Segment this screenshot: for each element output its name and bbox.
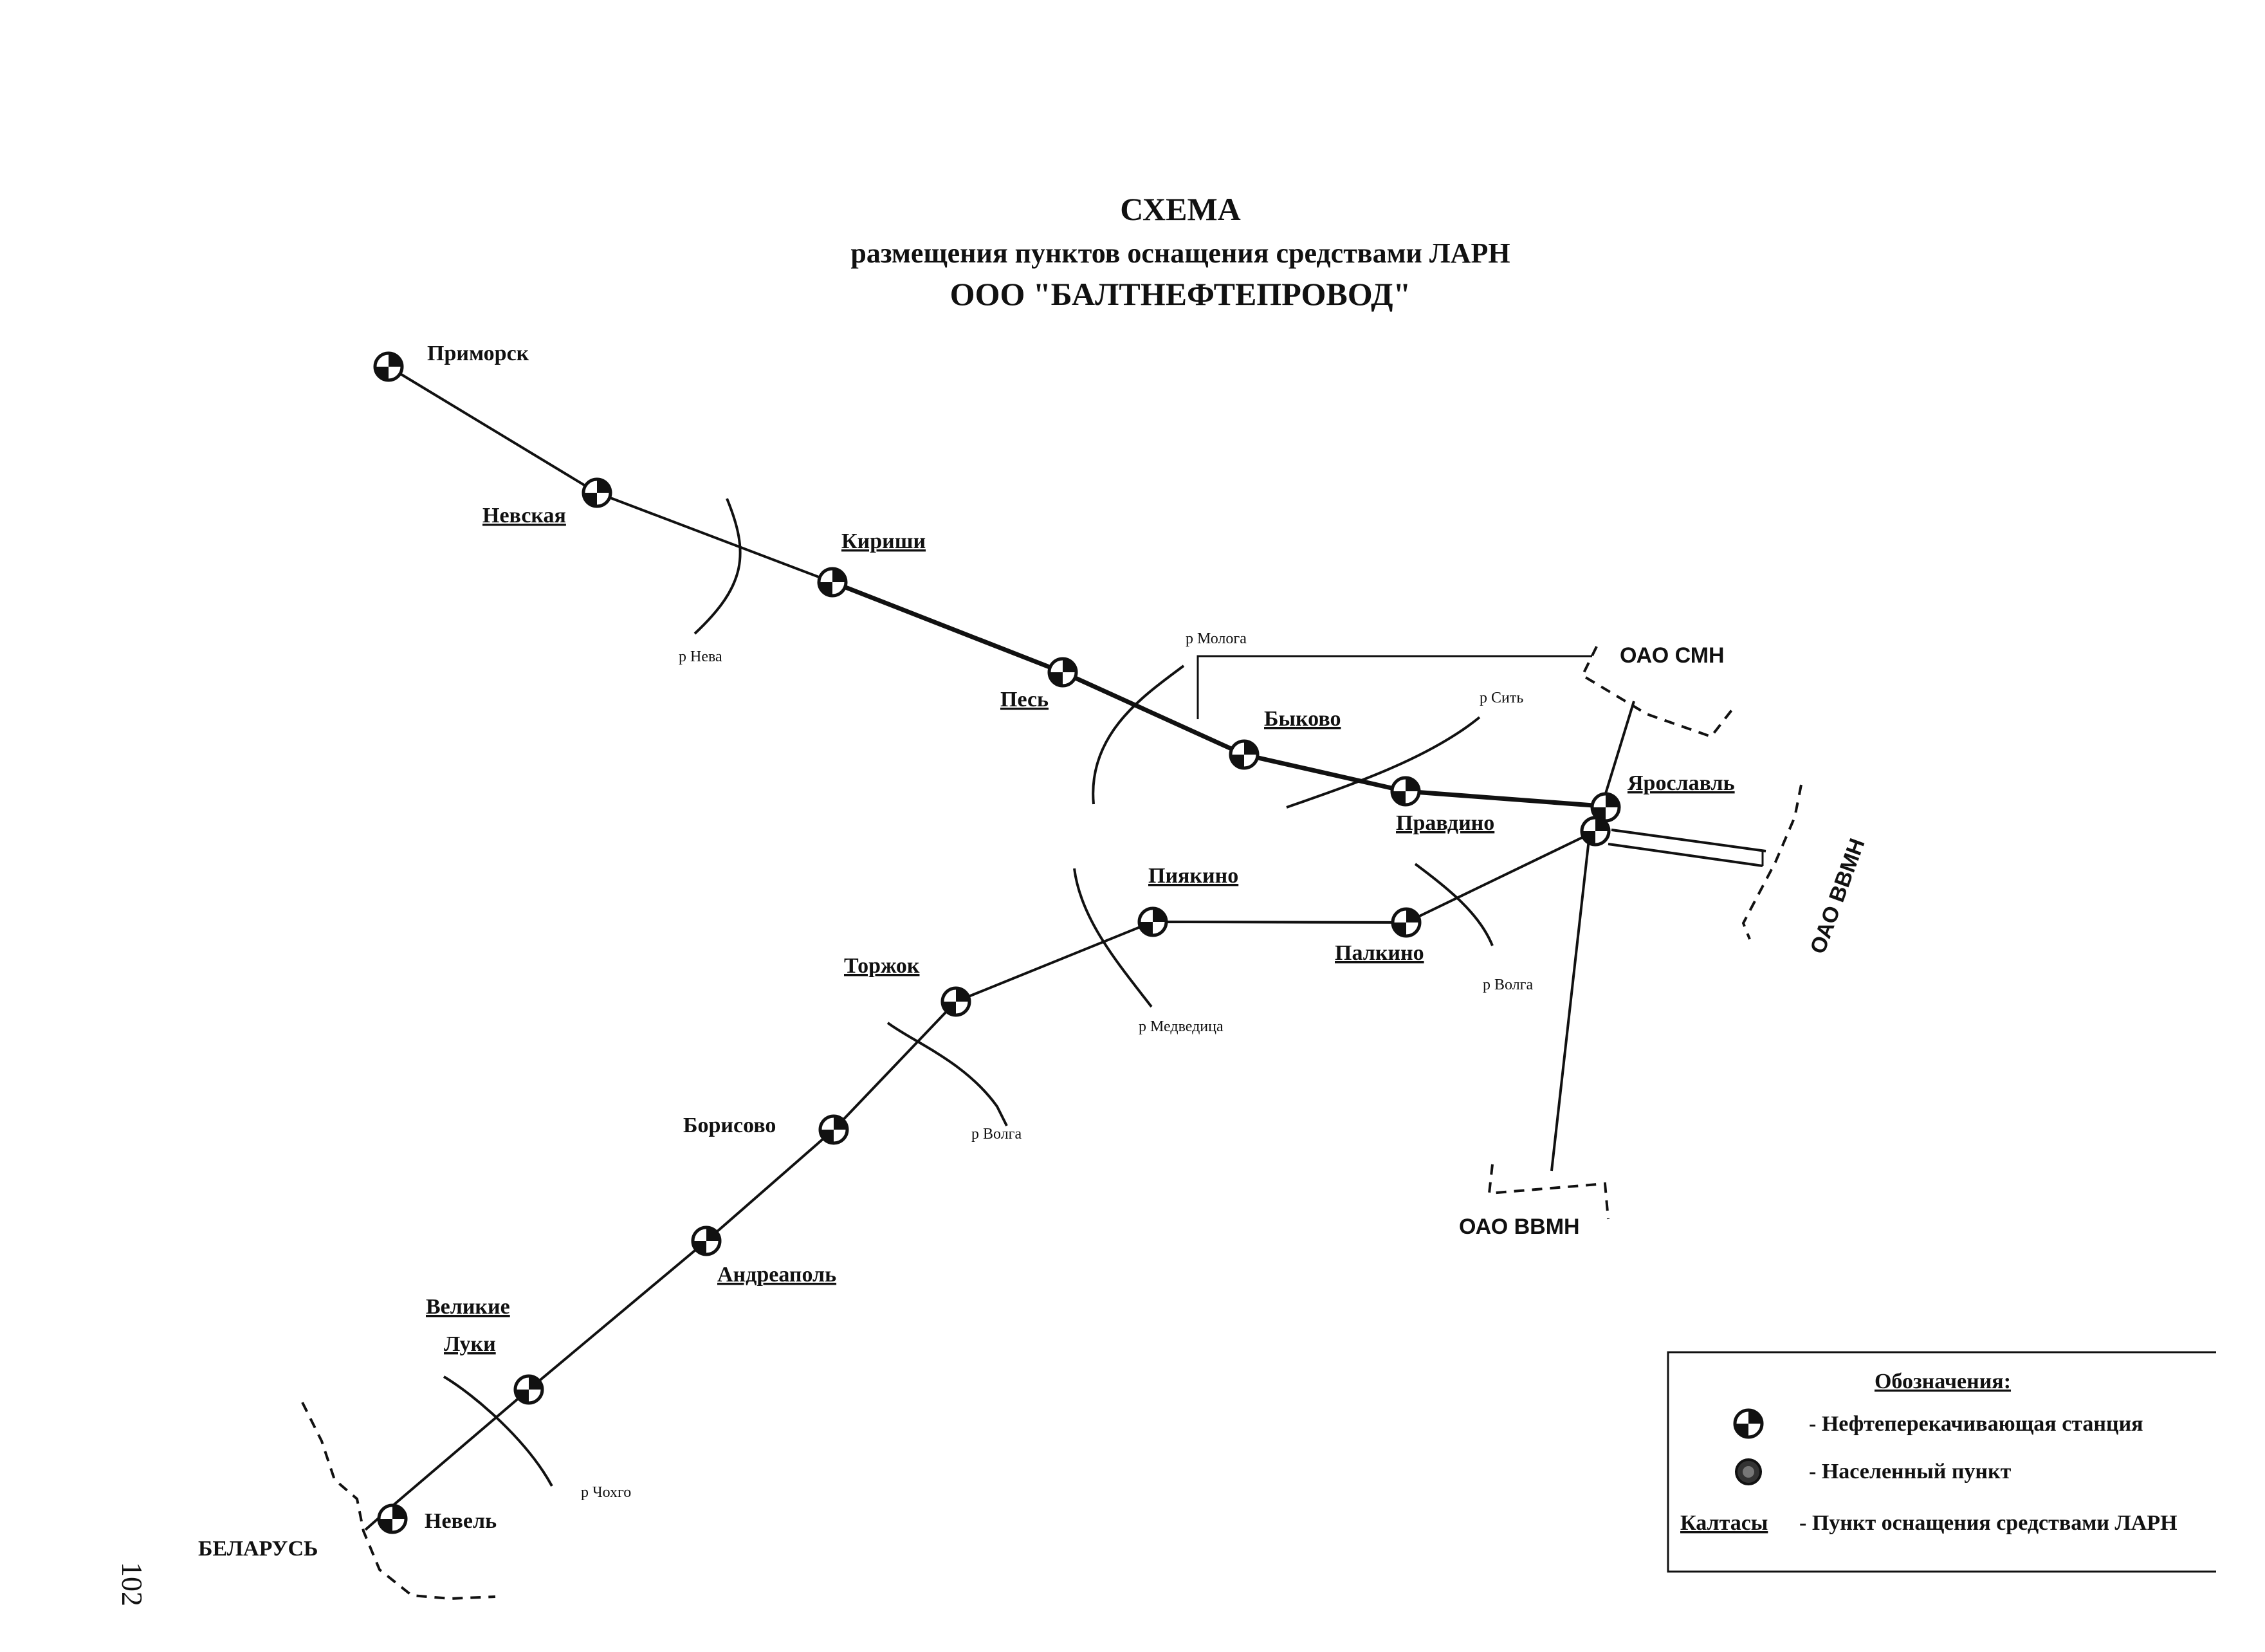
- rivers: [443, 498, 1494, 1487]
- legend-item-nps: - Нефтеперекачивающая станция: [1809, 1412, 2143, 1436]
- nps-icon-nevskaya: [583, 479, 610, 506]
- nps-icon-andreapol: [693, 1227, 720, 1254]
- label-yaroslavl: Ярославль: [1628, 771, 1735, 795]
- label-bykovo: Быково: [1264, 707, 1341, 731]
- label-kirishi: Кириши: [841, 529, 926, 553]
- pipeline-north: [387, 365, 1602, 809]
- label-andreapol: Андреаполь: [717, 1263, 836, 1287]
- legend-item-larn: - Пункт оснащения средствами ЛАРН: [1799, 1511, 2178, 1535]
- org-labels: ОАО СМН ОАО ВВМН ОАО ВВМН БЕЛАРУСЬ: [198, 643, 1870, 1561]
- nps-icon-primorsk: [375, 353, 402, 380]
- station-labels: Приморск Невская Кириши Песь Быково Прав…: [425, 342, 1735, 1533]
- river-label-sit: р Сить: [1480, 690, 1523, 706]
- legend-item-settlement: - Населенный пункт: [1809, 1460, 2012, 1483]
- label-primorsk: Приморск: [427, 342, 529, 365]
- title-line-2: размещения пунктов оснащения средствами …: [850, 237, 1510, 269]
- river-label-medveditsa: р Медведица: [1139, 1018, 1224, 1035]
- label-nevel: Невель: [425, 1509, 497, 1533]
- nps-icon-torzhok: [942, 988, 969, 1015]
- org-label-vvmn-bottom: ОАО ВВМН: [1459, 1215, 1580, 1239]
- title-line-1: СХЕМА: [1120, 191, 1241, 227]
- label-nevskaya: Невская: [482, 504, 566, 528]
- nps-icon-velikie-luki: [515, 1376, 542, 1403]
- label-pyakino: Пиякино: [1148, 864, 1238, 888]
- label-luki: Луки: [444, 1332, 496, 1356]
- nps-icon-pes: [1049, 659, 1076, 686]
- label-pravdino: Правдино: [1396, 811, 1494, 835]
- legend: Обозначения: - Нефтеперекачивающая станц…: [1667, 1351, 2216, 1573]
- label-palkino: Палкино: [1335, 941, 1424, 965]
- river-label-volga-1: р Волга: [1483, 977, 1534, 993]
- legend-nps-icon: [1735, 1410, 1762, 1437]
- nps-icon-nevel: [379, 1505, 406, 1532]
- pipeline-branches: [1550, 701, 1766, 1171]
- legend-title: Обозначения:: [1875, 1370, 2011, 1393]
- river-label-mologa: р Мологa: [1186, 630, 1247, 647]
- title-line-3: ООО "БАЛТНЕФТЕПРОВОД": [950, 276, 1411, 312]
- river-label-chovgo: р Чохго: [581, 1484, 631, 1501]
- pumping-stations: [375, 353, 1619, 1532]
- label-velikie: Великие: [426, 1295, 510, 1319]
- nps-icon-borisovo: [820, 1116, 847, 1143]
- legend-item3-key: Калтасы: [1680, 1511, 1768, 1535]
- scheme-title: СХЕМА размещения пунктов оснащения средс…: [850, 191, 1510, 312]
- nps-icon-palkino: [1393, 909, 1420, 936]
- org-label-vvmn-right: ОАО ВВМН: [1806, 835, 1870, 957]
- label-torzhok: Торжок: [844, 954, 920, 978]
- nps-icon-kirishi: [819, 569, 846, 596]
- legend-settlement-icon: [1735, 1458, 1762, 1485]
- label-pes: Песь: [1000, 688, 1049, 711]
- river-label-volga-2: р Волга: [971, 1126, 1022, 1143]
- nps-icon-yaroslavl-2: [1582, 818, 1609, 845]
- nps-icon-bykovo: [1231, 741, 1258, 768]
- label-belarus: БЕЛАРУСЬ: [198, 1537, 318, 1561]
- org-boundaries: [301, 646, 1802, 1601]
- mologa-link: [1197, 655, 1592, 719]
- river-label-neva: р Нева: [679, 648, 722, 665]
- nps-icon-pyakino: [1139, 908, 1166, 935]
- river-labels: р Нева р Мологa р Сить р Волга р Медведи…: [581, 630, 1534, 1501]
- label-borisovo: Борисово: [683, 1114, 776, 1137]
- org-label-smn: ОАО СМН: [1620, 643, 1725, 668]
- page-number: 102: [116, 1562, 149, 1606]
- nps-icon-pravdino: [1392, 778, 1419, 805]
